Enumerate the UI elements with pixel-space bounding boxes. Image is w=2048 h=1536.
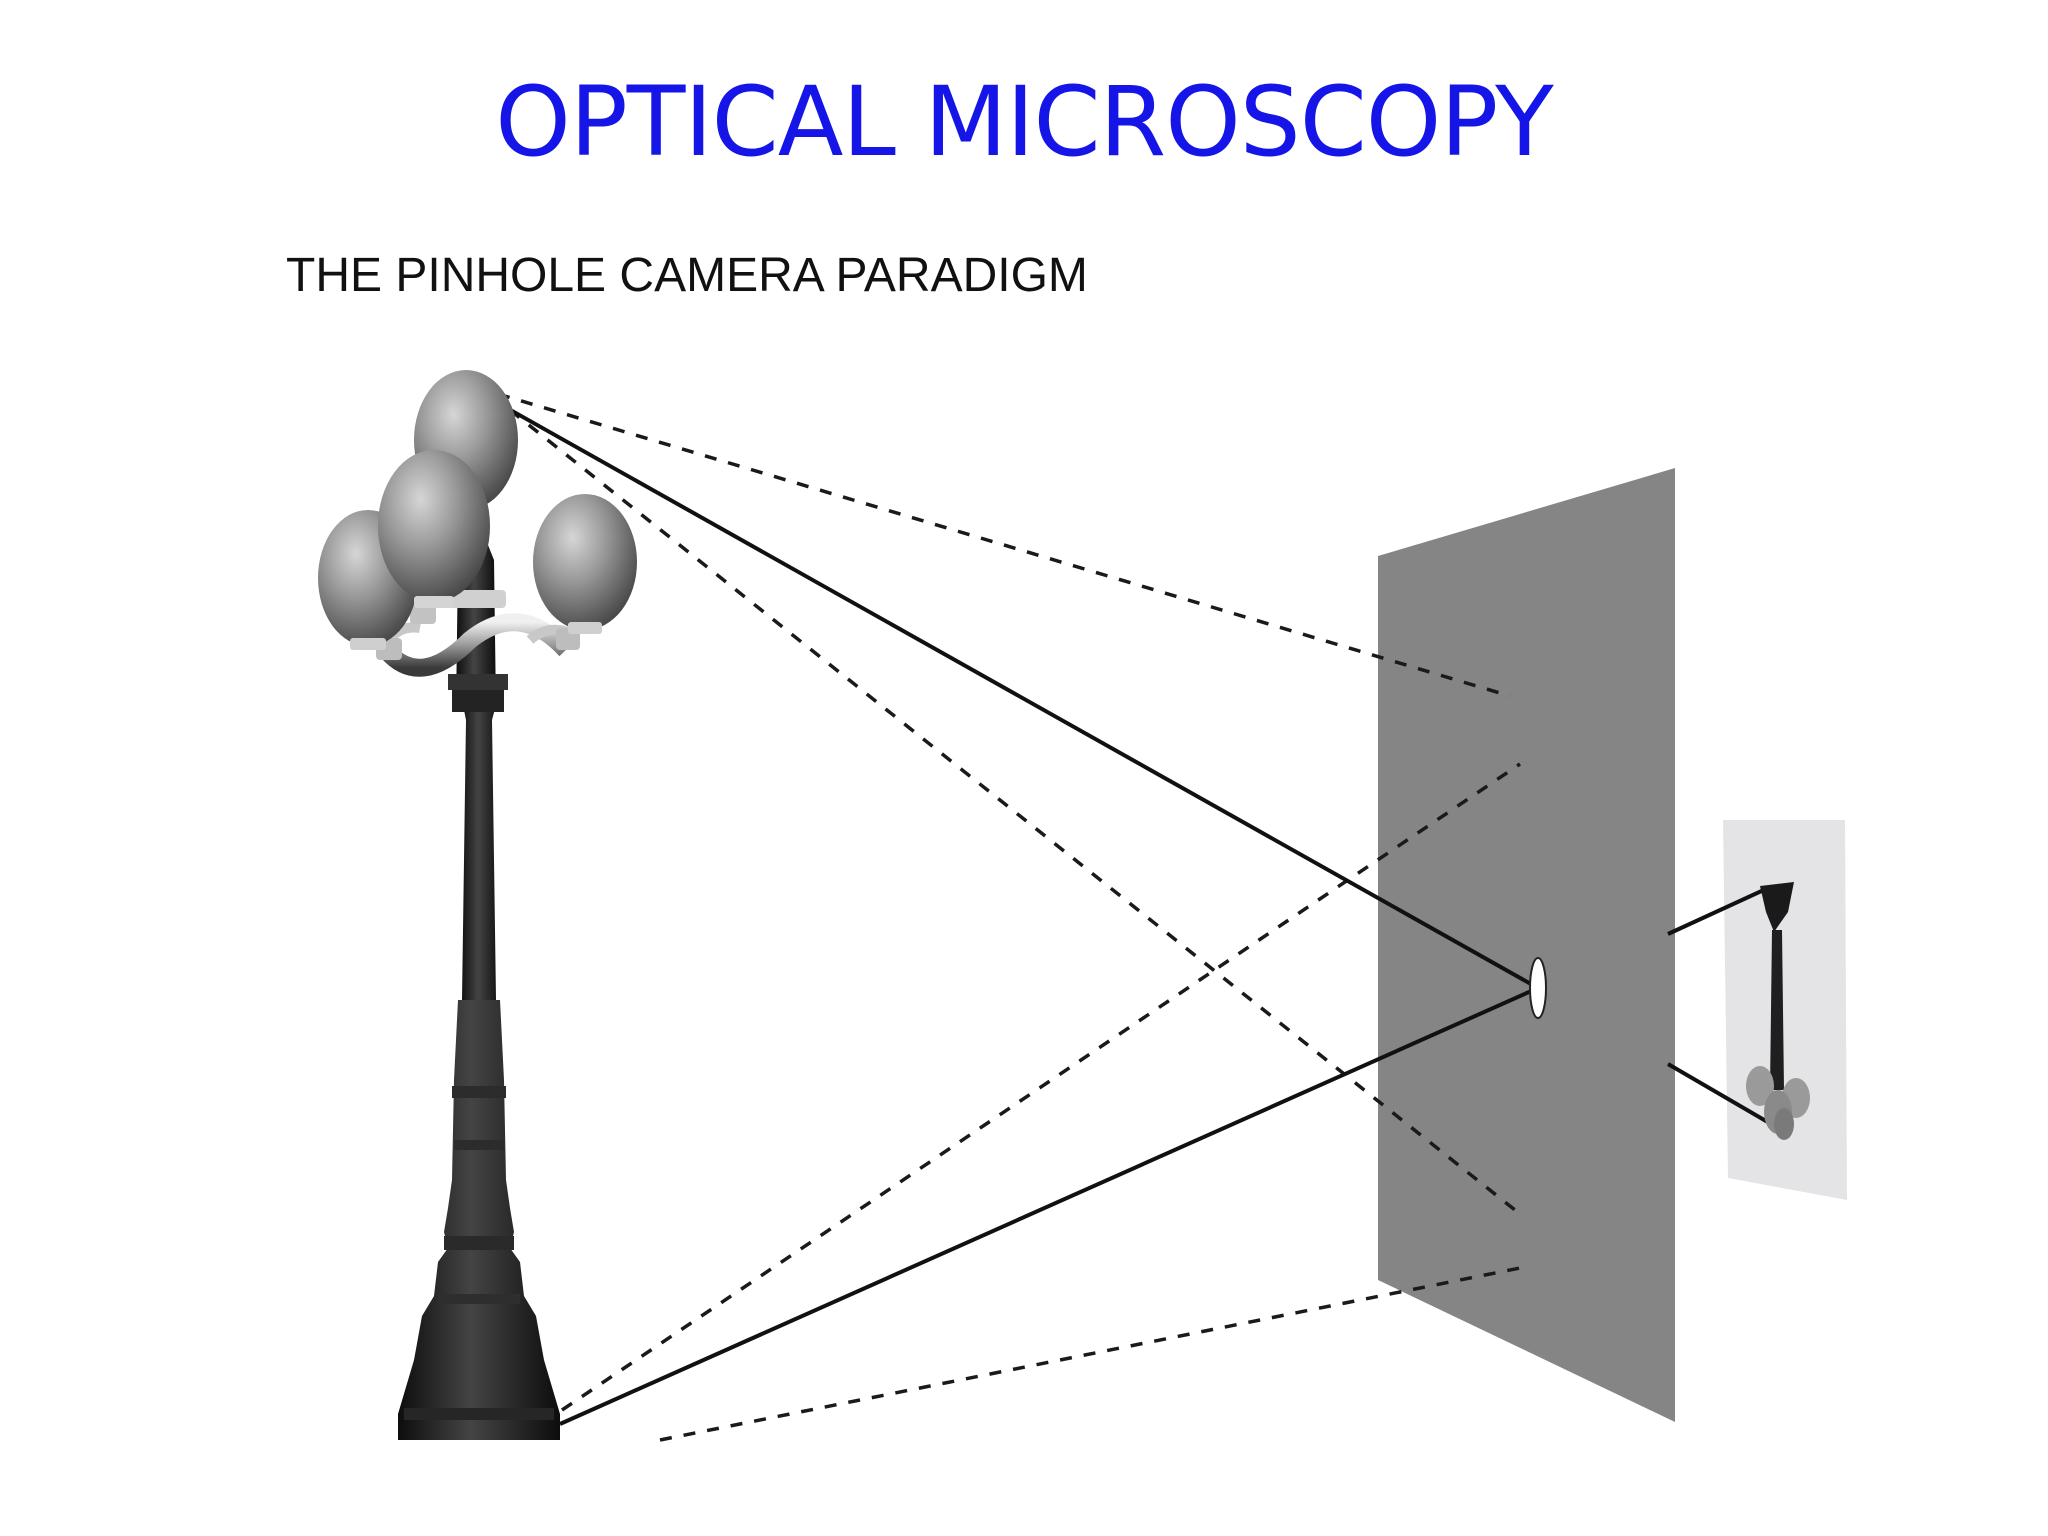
street-lamp [318, 370, 637, 1440]
pinhole-screen [1378, 468, 1675, 1422]
dashed-rays [497, 392, 1531, 1442]
solid-rays [465, 383, 1780, 1426]
inverted-lamp-image [1746, 882, 1810, 1140]
pinhole [1529, 957, 1547, 1019]
lamp-globe [378, 450, 490, 602]
lamp-globe [533, 494, 637, 630]
slide-subtitle: THE PINHOLE CAMERA PARADIGM [286, 249, 1088, 302]
slide-title: OPTICAL MICROSCOPY [495, 66, 1554, 178]
image-plane [1723, 820, 1847, 1200]
